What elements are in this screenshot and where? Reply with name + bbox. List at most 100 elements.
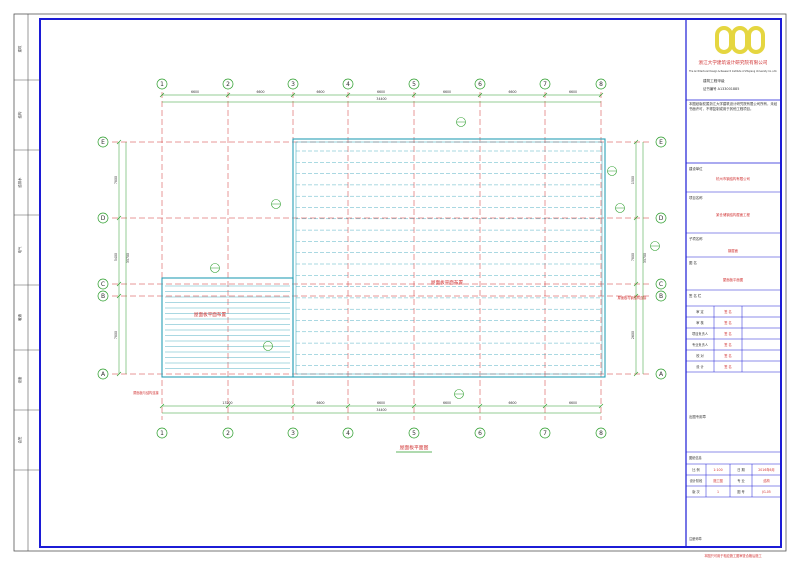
- dimension-label: 1500: [631, 176, 635, 184]
- info-label-cell: 比 例: [692, 467, 699, 472]
- dimension-tick: [633, 371, 639, 377]
- grid-bubble-label: D: [101, 215, 106, 222]
- dimension-label: 7800: [114, 331, 118, 339]
- grid-bubble: [222, 78, 234, 90]
- dimension-tick: [290, 403, 296, 409]
- project-value: 某仓储钢结构屋面工程: [716, 212, 751, 217]
- info-label-cell: 日 期: [737, 467, 744, 472]
- subproject-label: 子项名称: [689, 236, 703, 241]
- project-label: 项目名称: [689, 195, 703, 200]
- dimension-label: 2600: [631, 331, 635, 339]
- grid-bubble-label: 7: [543, 430, 547, 437]
- dimension-label: 6600: [256, 90, 264, 94]
- grid-bubble-label: 8: [599, 81, 603, 88]
- roof-area-label: 屋面板平面布置: [194, 311, 227, 318]
- client-value: 杭州市钢结构有限公司: [716, 176, 750, 181]
- grid-bubble: [97, 212, 109, 224]
- grid-bubble-label: 7: [543, 81, 547, 88]
- side-strip-label: 暖通: [17, 314, 22, 321]
- dimension-label: 6600: [443, 401, 451, 405]
- dimension-tick: [290, 92, 296, 98]
- grid-bubble: [287, 427, 299, 439]
- info-value-cell: 1: [717, 490, 719, 494]
- grid-bubble-label: 1: [160, 430, 164, 437]
- info-label-cell: 图 号: [737, 489, 744, 494]
- signoff-signature: 签 名: [724, 320, 731, 325]
- signoff-signature: 签 名: [724, 342, 731, 347]
- dimension-tick: [159, 92, 165, 98]
- company-name: 浙江大学建筑设计研究院有限公司: [699, 59, 768, 66]
- sheet-inner-frame: [39, 18, 782, 548]
- dimension-label: 6600: [316, 401, 324, 405]
- grid-bubble-label: A: [659, 371, 664, 378]
- side-strip-label: 建筑: [17, 45, 22, 52]
- grid-bubble: [474, 78, 486, 90]
- certificate-number: 证书编号 A133001885: [703, 86, 739, 91]
- grid-bubble: [97, 290, 109, 302]
- grid-bubble-label: 6: [478, 81, 482, 88]
- grid-bubble: [156, 427, 168, 439]
- dimension-tick: [411, 92, 417, 98]
- dimension-tick: [633, 215, 639, 221]
- dimension-tick: [477, 403, 483, 409]
- dimension-label: 6600: [377, 401, 385, 405]
- info-label: 图纸信息: [689, 455, 702, 460]
- dimension-label: 6600: [508, 90, 516, 94]
- grid-bubble-label: E: [101, 139, 105, 146]
- grid-bubble-label: 1: [160, 81, 164, 88]
- company-logo: [715, 26, 765, 54]
- grid-bubble-label: 2: [226, 81, 230, 88]
- signoff-signature: 签 名: [724, 331, 731, 336]
- grid-bubble: [595, 427, 607, 439]
- dimension-tick: [116, 371, 122, 377]
- signoff-role: 专业负责人: [692, 342, 709, 347]
- signoff-signature: 签 名: [724, 353, 731, 358]
- info-value-cell: 1:100: [713, 468, 722, 472]
- grid-bubble-label: C: [101, 281, 105, 288]
- dimension-tick: [225, 92, 231, 98]
- dimension-tick: [633, 139, 639, 145]
- signoff-signature: 签 名: [724, 364, 731, 369]
- info-label-cell: 专 业: [737, 478, 744, 483]
- registration-label: 注册师章: [689, 536, 703, 541]
- grid-bubble: [539, 427, 551, 439]
- side-strip-label: 给排水: [17, 177, 22, 188]
- roof-inner-edge: [295, 141, 603, 375]
- grid-bubble-label: E: [659, 139, 663, 146]
- dimension-tick: [598, 92, 604, 98]
- annotation-note: 屋面板与结构连接: [133, 390, 159, 395]
- grid-bubble-label: 4: [346, 430, 350, 437]
- grid-bubble-label: 5: [412, 430, 416, 437]
- info-value-cell: 施工图: [713, 478, 723, 483]
- grid-bubble-label: A: [101, 371, 106, 378]
- grid-bubble: [655, 278, 667, 290]
- dimension-tick: [345, 403, 351, 409]
- drawing-name-value: 屋面板平面图: [723, 277, 744, 282]
- sheet-outer-frame: [13, 13, 787, 552]
- grid-bubble-label: C: [659, 281, 663, 288]
- grid-bubble: [595, 78, 607, 90]
- dimension-tick: [225, 403, 231, 409]
- copyright-notice: 本图纸版权属浙江大学建筑设计研究院有限公司所有，未经书面许可，不得复制或用于其他…: [689, 102, 778, 111]
- signoff-role: 设 计: [696, 364, 704, 369]
- side-strip-label: 电气: [17, 246, 22, 253]
- grid-bubble-label: 3: [291, 81, 295, 88]
- roof-outline-annex: [161, 277, 294, 378]
- grid-bubble: [342, 78, 354, 90]
- dimension-tick: [345, 92, 351, 98]
- grid-bubble: [408, 427, 420, 439]
- dimension-tick: [116, 281, 122, 287]
- signoff-header: 签 名 栏: [689, 293, 702, 298]
- grid-bubble: [222, 427, 234, 439]
- signoff-role: 审 定: [696, 309, 704, 314]
- grid-bubble: [655, 212, 667, 224]
- grid-bubble: [97, 368, 109, 380]
- drawing-name-label: 图 名: [689, 260, 697, 265]
- footer-note: 本图只可用于相应施工图审查合格后施工: [704, 553, 762, 558]
- dimension-label: 7800: [631, 253, 635, 261]
- dimension-tick: [159, 403, 165, 409]
- drawing-title: 屋面板平面图: [400, 444, 429, 451]
